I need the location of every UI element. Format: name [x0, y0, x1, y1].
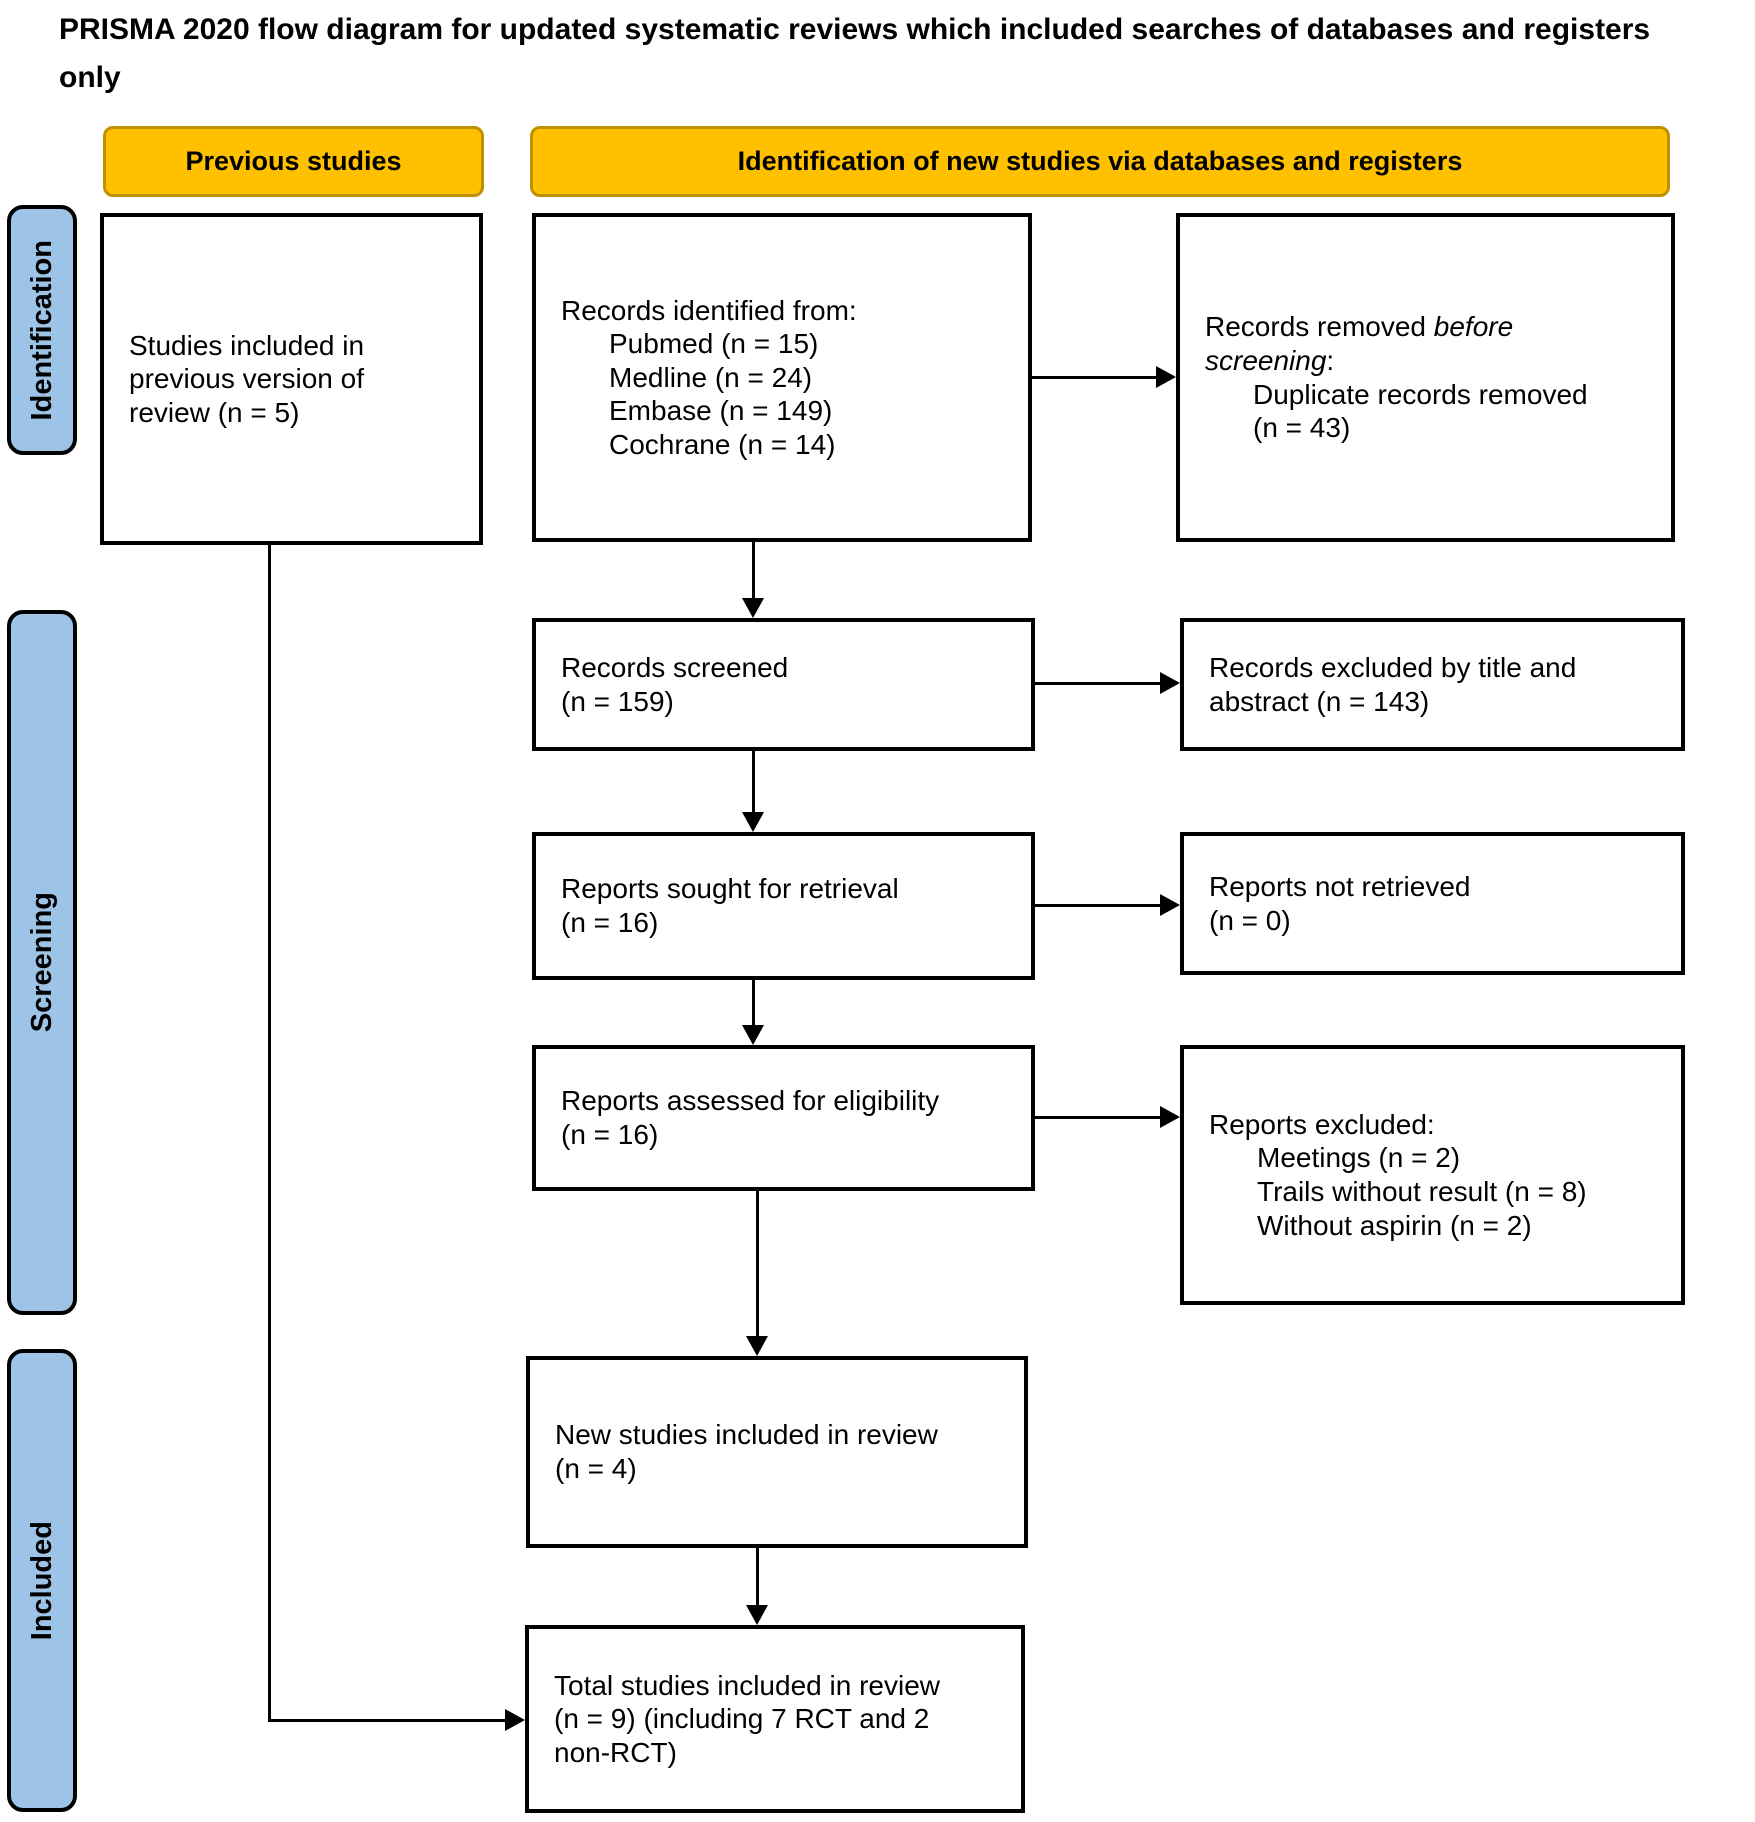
text-line: (n = 0): [1209, 904, 1291, 936]
page-title: PRISMA 2020 flow diagram for updated sys…: [59, 6, 1751, 102]
text-line: Embase (n = 149): [609, 395, 833, 427]
text-line: previous version of: [129, 363, 365, 395]
arrow-right-icon: [505, 1709, 525, 1731]
text-line: New studies included in review: [555, 1419, 938, 1451]
text-segment: :: [1326, 344, 1335, 376]
stage-included-label: Included: [25, 1520, 58, 1641]
box-total-studies: Total studies included in review (n = 9)…: [525, 1625, 1025, 1813]
box-records-identified: Records identified from: Pubmed (n = 15)…: [532, 213, 1032, 542]
text-segment-italic: screening: [1205, 344, 1327, 376]
text-line: non-RCT): [554, 1736, 677, 1768]
arrow-screened-to-sought-line: [752, 751, 755, 812]
text-line: (n = 16): [561, 907, 659, 938]
text-line: Records identified from:: [561, 294, 857, 326]
arrow-down-icon: [742, 1025, 764, 1045]
text-line: Reports excluded:: [1209, 1108, 1435, 1140]
arrow-down-icon: [742, 598, 764, 618]
text-line: Total studies included in review: [554, 1669, 940, 1701]
text-line: Reports assessed for eligibility: [561, 1085, 940, 1117]
arrow-right-icon: [1160, 672, 1180, 694]
box-records-excluded: Records excluded by title and abstract (…: [1180, 618, 1685, 751]
stage-identification-label: Identification: [25, 239, 58, 421]
branch-previous-to-total-vline: [268, 545, 271, 1722]
stage-screening: Screening: [7, 610, 77, 1315]
text-line: Cochrane (n = 14): [609, 428, 836, 460]
text-segment-italic: before: [1433, 311, 1514, 343]
arrow-screened-to-excluded-line: [1035, 682, 1160, 685]
text-line: (n = 43): [1253, 412, 1351, 444]
text-line: Records removed before: [1205, 310, 1659, 344]
box-new-studies: New studies included in review (n = 4): [526, 1356, 1028, 1548]
text-line: abstract (n = 143): [1209, 685, 1430, 717]
arrow-identified-to-screened-line: [752, 542, 755, 600]
text-line: Trails without result (n = 8): [1257, 1176, 1587, 1207]
box-reports-sought: Reports sought for retrieval (n = 16): [532, 832, 1035, 980]
text-line: Without aspirin (n = 2): [1257, 1209, 1532, 1241]
arrow-sought-to-assessed-line: [752, 980, 755, 1025]
arrow-right-icon: [1160, 1106, 1180, 1128]
text-line: screening:: [1205, 344, 1659, 378]
text-line: (n = 9) (including 7 RCT and 2: [554, 1703, 930, 1735]
text-line: (n = 16): [561, 1119, 659, 1150]
arrow-identified-to-removed-line: [1032, 376, 1156, 379]
text-line: review (n = 5): [129, 396, 300, 428]
text-line: Records screened: [561, 651, 789, 683]
arrow-down-icon: [746, 1336, 768, 1356]
arrow-assessed-to-excluded-line: [1035, 1116, 1160, 1119]
header-new-studies-label: Identification of new studies via databa…: [737, 146, 1463, 176]
stage-identification: Identification: [7, 205, 77, 455]
branch-previous-to-total-hline: [268, 1719, 505, 1722]
text-line: Medline (n = 24): [609, 361, 813, 393]
stage-included: Included: [7, 1349, 77, 1812]
box-records-removed: Records removed before screening: Duplic…: [1176, 213, 1675, 542]
header-previous-studies-label: Previous studies: [185, 146, 402, 176]
header-new-studies: Identification of new studies via databa…: [530, 126, 1670, 197]
text-line: Reports not retrieved: [1209, 870, 1471, 902]
box-reports-assessed: Reports assessed for eligibility (n = 16…: [532, 1045, 1035, 1191]
page-title-line2: only: [59, 61, 121, 94]
text-line: Records excluded by title and: [1209, 651, 1577, 683]
header-previous-studies: Previous studies: [103, 126, 484, 197]
arrow-down-icon: [746, 1605, 768, 1625]
page-title-line1: PRISMA 2020 flow diagram for updated sys…: [59, 13, 1651, 46]
text-line: Reports sought for retrieval: [561, 873, 899, 905]
box-records-screened: Records screened (n = 159): [532, 618, 1035, 751]
arrow-right-icon: [1160, 894, 1180, 916]
arrow-new-to-total-line: [756, 1548, 759, 1605]
box-reports-not-retrieved: Reports not retrieved (n = 0): [1180, 832, 1685, 975]
stage-screening-label: Screening: [25, 892, 58, 1033]
text-line: (n = 159): [561, 685, 674, 717]
arrow-right-icon: [1156, 366, 1176, 388]
arrow-assessed-to-new-line: [756, 1191, 759, 1336]
text-line: Studies included in: [129, 329, 365, 361]
text-line: Duplicate records removed: [1253, 378, 1588, 410]
arrow-down-icon: [742, 812, 764, 832]
text-line: Meetings (n = 2): [1257, 1142, 1461, 1174]
box-previous-version: Studies included in previous version of …: [100, 213, 483, 545]
text-segment: Records removed: [1205, 311, 1434, 343]
box-reports-excluded: Reports excluded: Meetings (n = 2) Trail…: [1180, 1045, 1685, 1305]
arrow-sought-to-notretrieved-line: [1035, 904, 1160, 907]
text-line: Pubmed (n = 15): [609, 328, 819, 360]
text-line: (n = 4): [555, 1453, 637, 1484]
